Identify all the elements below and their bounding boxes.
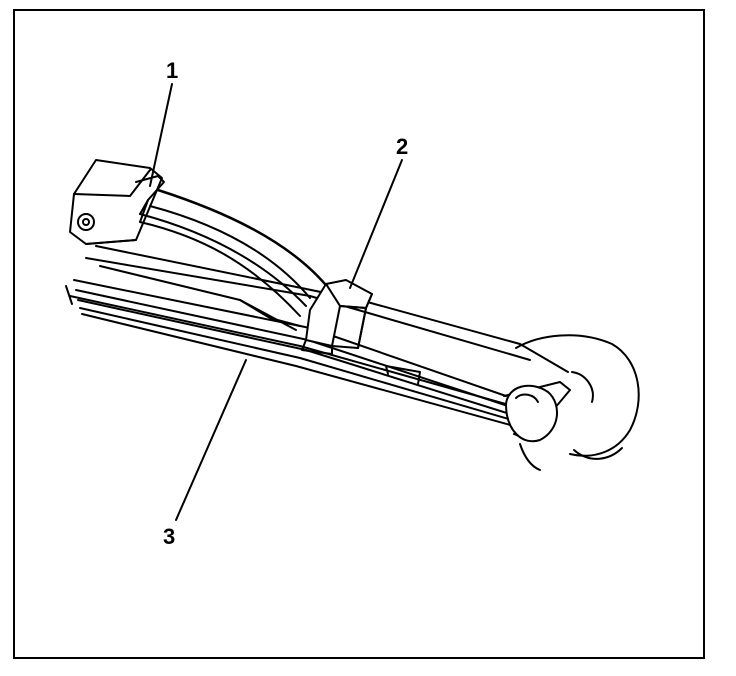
callout-2: 2 (396, 134, 409, 159)
illustration-frame (13, 9, 705, 659)
leader-line-1 (149, 83, 173, 187)
leader-lines (149, 83, 403, 521)
callout-1: 1 (166, 58, 179, 83)
wiper-arm-icon (69, 159, 332, 317)
leader-line-3 (175, 359, 247, 521)
leader-line-2 (349, 159, 403, 289)
hand-icon (505, 334, 640, 471)
blade-clip-icon (301, 279, 373, 355)
callout-3: 3 (163, 524, 176, 549)
